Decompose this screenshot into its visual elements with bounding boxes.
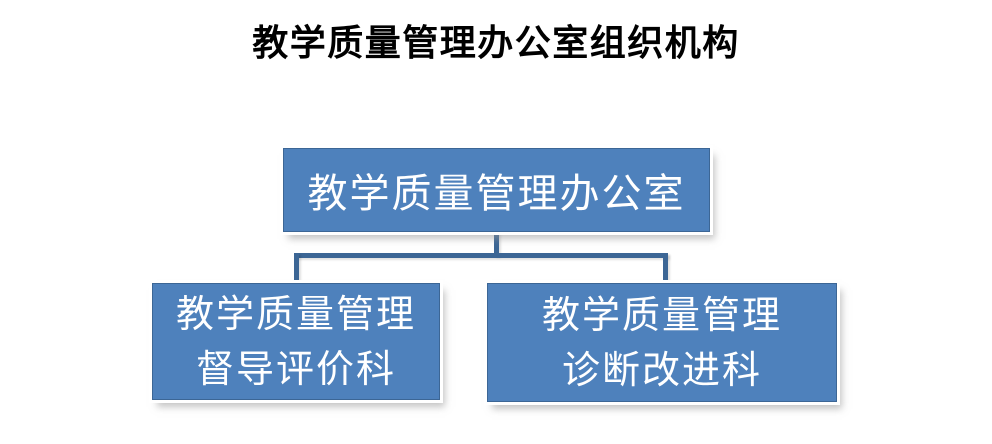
org-node-supervision-evaluation-line1: 教学质量管理 — [175, 291, 416, 336]
connector-horizontal-bar — [294, 253, 668, 258]
connector-right-child-stub — [663, 253, 668, 284]
org-node-root-label: 教学质量管理办公室 — [307, 171, 686, 217]
org-node-diagnosis-improvement-line2: 诊断改进科 — [561, 347, 762, 392]
org-node-supervision-evaluation-line2: 督导评价科 — [195, 346, 396, 391]
diagram-title: 教学质量管理办公室组织机构 — [252, 23, 740, 64]
org-node-diagnosis-improvement-line1: 教学质量管理 — [541, 292, 782, 337]
connector-left-child-stub — [294, 253, 299, 284]
org-node-root: 教学质量管理办公室 — [283, 148, 710, 232]
org-node-diagnosis-improvement: 教学质量管理 诊断改进科 — [487, 283, 837, 402]
connector-root-stub — [494, 231, 499, 256]
org-node-supervision-evaluation: 教学质量管理 督导评价科 — [152, 283, 440, 400]
